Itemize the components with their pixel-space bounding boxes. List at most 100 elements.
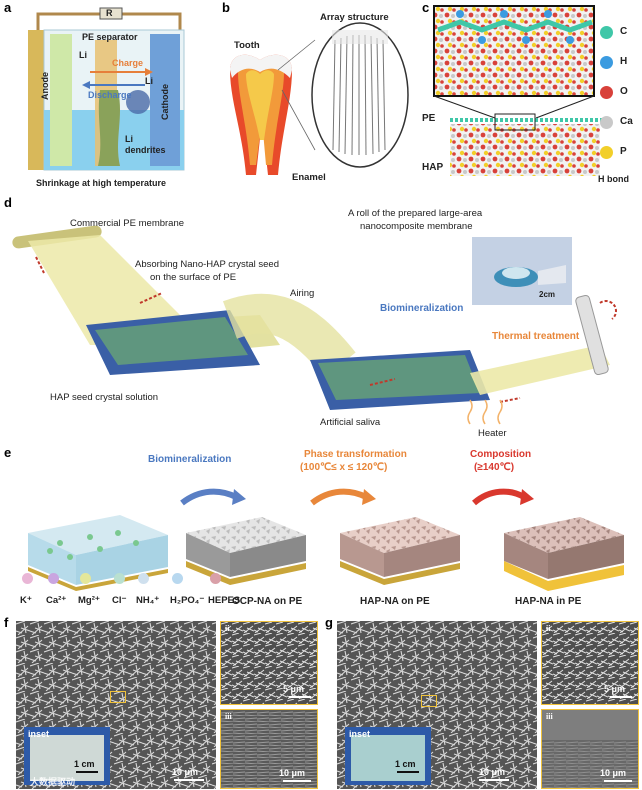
roll-scale: 2cm [539,290,556,299]
scale-bar-g-iii [604,780,632,782]
ion-label: Ca²⁺ [46,595,67,606]
inset-label-g: inset [349,729,371,739]
scale-bar-g-main [479,779,509,781]
absorbing-label-1: Absorbing Nano-HAP crystal seed [135,259,279,270]
panel-f: f inset 1 cm 10 μm 大数据驱动 ii 5 μm iii 10 … [0,615,321,790]
legend-item: H [600,54,642,74]
panel-d: d Commercial PE membrane A roll of the p… [0,195,642,445]
tooth-diagram [230,22,409,175]
process-diagram [12,225,617,425]
atom-label: P [620,146,627,157]
ion-label: HEPES [208,595,241,606]
ion-swatch [22,573,33,584]
atom-label: Ca [620,116,633,127]
ion-swatch [138,573,149,584]
inset-scale-g: 1 cm [395,759,416,769]
panel-e: e Biomineralization Phase transformation… [0,445,642,615]
scale-text-g-iii: 10 μm [600,768,627,778]
scale-bar-f-ii [289,696,311,698]
li-right-label: Li [145,76,153,86]
panel-f-letter: f [4,615,9,630]
biomineralization-label: Biomineralization [380,303,464,314]
roll-label-1: A roll of the prepared large-area [348,208,483,219]
label-g-ii: ii [546,624,551,633]
ion-label: K⁺ [20,595,32,606]
sem-image-g-main: inset 1 cm 10 μm [337,621,537,789]
scale-text-f-ii: 5 μm [283,684,305,694]
li-left-label: Li [79,50,87,60]
panel-b-letter: b [222,0,230,15]
discharge-label: Discharge [88,90,132,100]
panel-a: a R PE separator Li Charge Li Discharge … [0,0,220,195]
label-f-iii: iii [225,712,232,721]
panel-b: b Array structure Tooth Enamel [220,0,420,195]
inset-scale-f: 1 cm [74,759,95,769]
hbond-label: H bond [598,174,629,184]
watermark: 大数据驱动 [30,777,76,787]
sem-image-g-ii: ii 5 μm [541,621,639,705]
atom-swatch [600,86,613,99]
sem-image-f-iii: iii 10 μm [220,709,318,789]
absorbing-label-2: on the surface of PE [150,272,237,283]
atom-label: O [620,86,628,97]
saliva-label: Artificial saliva [320,417,381,428]
inset-photo-g: inset 1 cm [345,727,431,785]
atom-swatch [600,116,613,129]
label-g-iii: iii [546,712,553,721]
ion-swatch [210,573,221,584]
molecular-diagram [433,5,610,176]
atom-swatch [600,26,613,39]
ion-swatch [80,573,91,584]
airing-label: Airing [290,288,315,299]
scale-text-g-main: 10 μm [479,767,506,777]
atom-label: H [620,56,628,67]
array-label: Array structure [320,12,389,23]
seed-solution-label: HAP seed crystal solution [50,392,159,403]
step3-condition: (≥140℃) [474,462,515,473]
label-f-ii: ii [225,624,230,633]
sem-image-g-iii: iii 10 μm [541,709,639,789]
enamel-label: Enamel [292,172,326,183]
panel-a-caption: Shrinkage at high temperature [36,178,167,188]
charge-label: Charge [112,58,144,68]
inset-photo-f: inset 1 cm [24,727,110,785]
panel-g: g inset 1 cm 10 μm ii 5 μm iii 10 μm [321,615,642,790]
atom-label: C [620,26,628,37]
tooth-label: Tooth [234,40,260,51]
atom-swatch [600,56,613,69]
ocp-label: OCP-NA on PE [232,596,303,607]
legend-item: O [600,84,642,104]
thermal-label: Thermal treatment [492,331,580,342]
scale-text-f-iii: 10 μm [279,768,306,778]
step2-condition: (100℃≤ x ≤ 120℃) [300,462,388,473]
ion-swatch [172,573,183,584]
scale-text-f-main: 10 μm [172,767,199,777]
ion-swatch [48,573,59,584]
battery-diagram [28,7,185,171]
panel-c-letter: c [422,0,430,15]
resistor-label: R [106,8,113,18]
roll-label-2: nanocomposite membrane [360,221,473,232]
scale-bar-g-ii [610,696,632,698]
sem-image-f-main: inset 1 cm 10 μm 大数据驱动 [16,621,216,789]
ion-label: Cl⁻ [112,595,127,606]
scale-bar-f-main [174,779,204,781]
ion-label: H₂PO₄⁻ [170,595,205,606]
ion-swatch [114,573,125,584]
cathode-label: Cathode [160,84,170,120]
legend-item: Ca [600,114,642,134]
hap-on-label: HAP-NA on PE [360,596,430,607]
step3-label: Composition [470,449,532,460]
legend-item: C [600,24,642,44]
heater-label: Heater [478,428,507,439]
scale-text-g-ii: 5 μm [604,684,626,694]
anode-label: Anode [40,72,50,100]
panel-g-letter: g [325,615,333,630]
panel-d-letter: d [4,195,12,210]
scale-bar-f-iii [283,780,311,782]
dendrites-label-2: dendrites [125,145,166,155]
hap-in-label: HAP-NA in PE [515,596,582,607]
legend-item: P [600,144,642,164]
